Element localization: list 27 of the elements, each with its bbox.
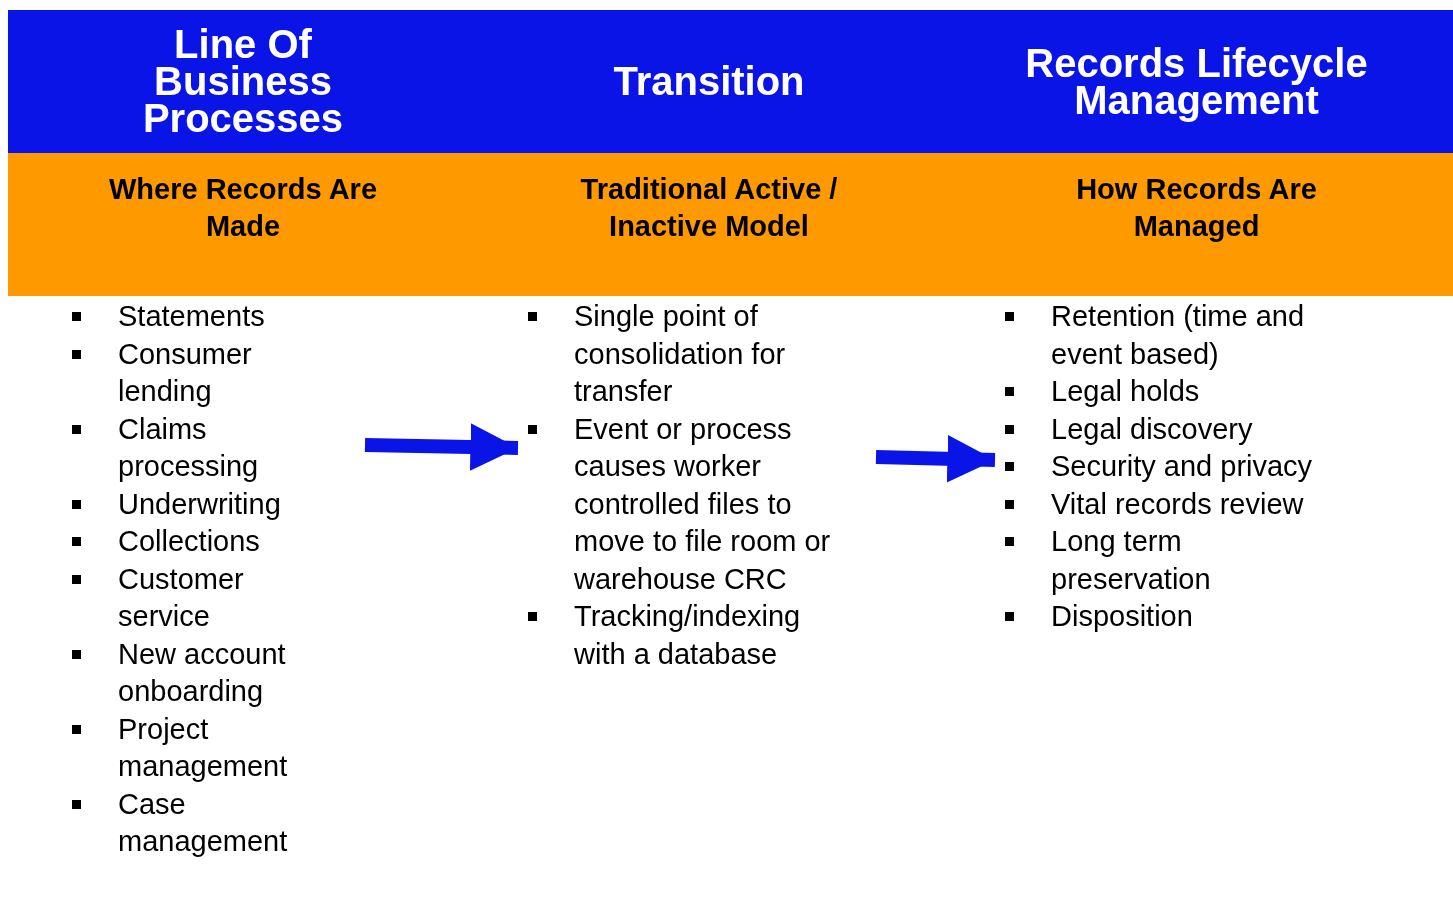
bullet-item: Legal discovery xyxy=(1003,410,1348,448)
header-cell: Records Lifecycle Management xyxy=(940,10,1453,153)
subheader-cell: How Records Are Managed xyxy=(940,153,1453,296)
bullet-item: Claims processing xyxy=(70,410,325,486)
bullet-item: Project management xyxy=(70,710,325,786)
bullet-item: Underwriting xyxy=(70,485,325,523)
arrow xyxy=(875,435,996,483)
bullet-item: Security and privacy xyxy=(1003,448,1348,486)
header-cell: Transition xyxy=(478,10,940,153)
bullet-item: Consumer lending xyxy=(70,335,325,411)
header-cell: Line Of Business Processes xyxy=(8,10,478,153)
bullet-item: Event or process causes worker controlled files to move to file room or warehouse CRC xyxy=(526,410,836,598)
subheader-cell: Traditional Active / Inactive Model xyxy=(478,153,940,296)
bullet-item: Case management xyxy=(70,785,325,861)
bullet-item: Tracking/indexing with a database xyxy=(526,598,836,673)
bullet-item: Single point of consolidation for transfer xyxy=(526,298,836,411)
subheader-cell: Where Records Are Made xyxy=(8,153,478,296)
bullet-item: Retention (time and event based) xyxy=(1003,298,1348,373)
bullet-item: Vital records review xyxy=(1003,485,1348,523)
bullet-item: New account onboarding xyxy=(70,635,325,711)
bullet-item: Long term preservation xyxy=(1003,523,1348,598)
bullet-item: Legal holds xyxy=(1003,373,1348,411)
arrow xyxy=(364,423,519,471)
bullet-item: Customer service xyxy=(70,560,325,636)
bullet-item: Statements xyxy=(70,298,325,336)
bullet-item: Collections xyxy=(70,523,325,561)
bullet-item: Disposition xyxy=(1003,598,1348,636)
